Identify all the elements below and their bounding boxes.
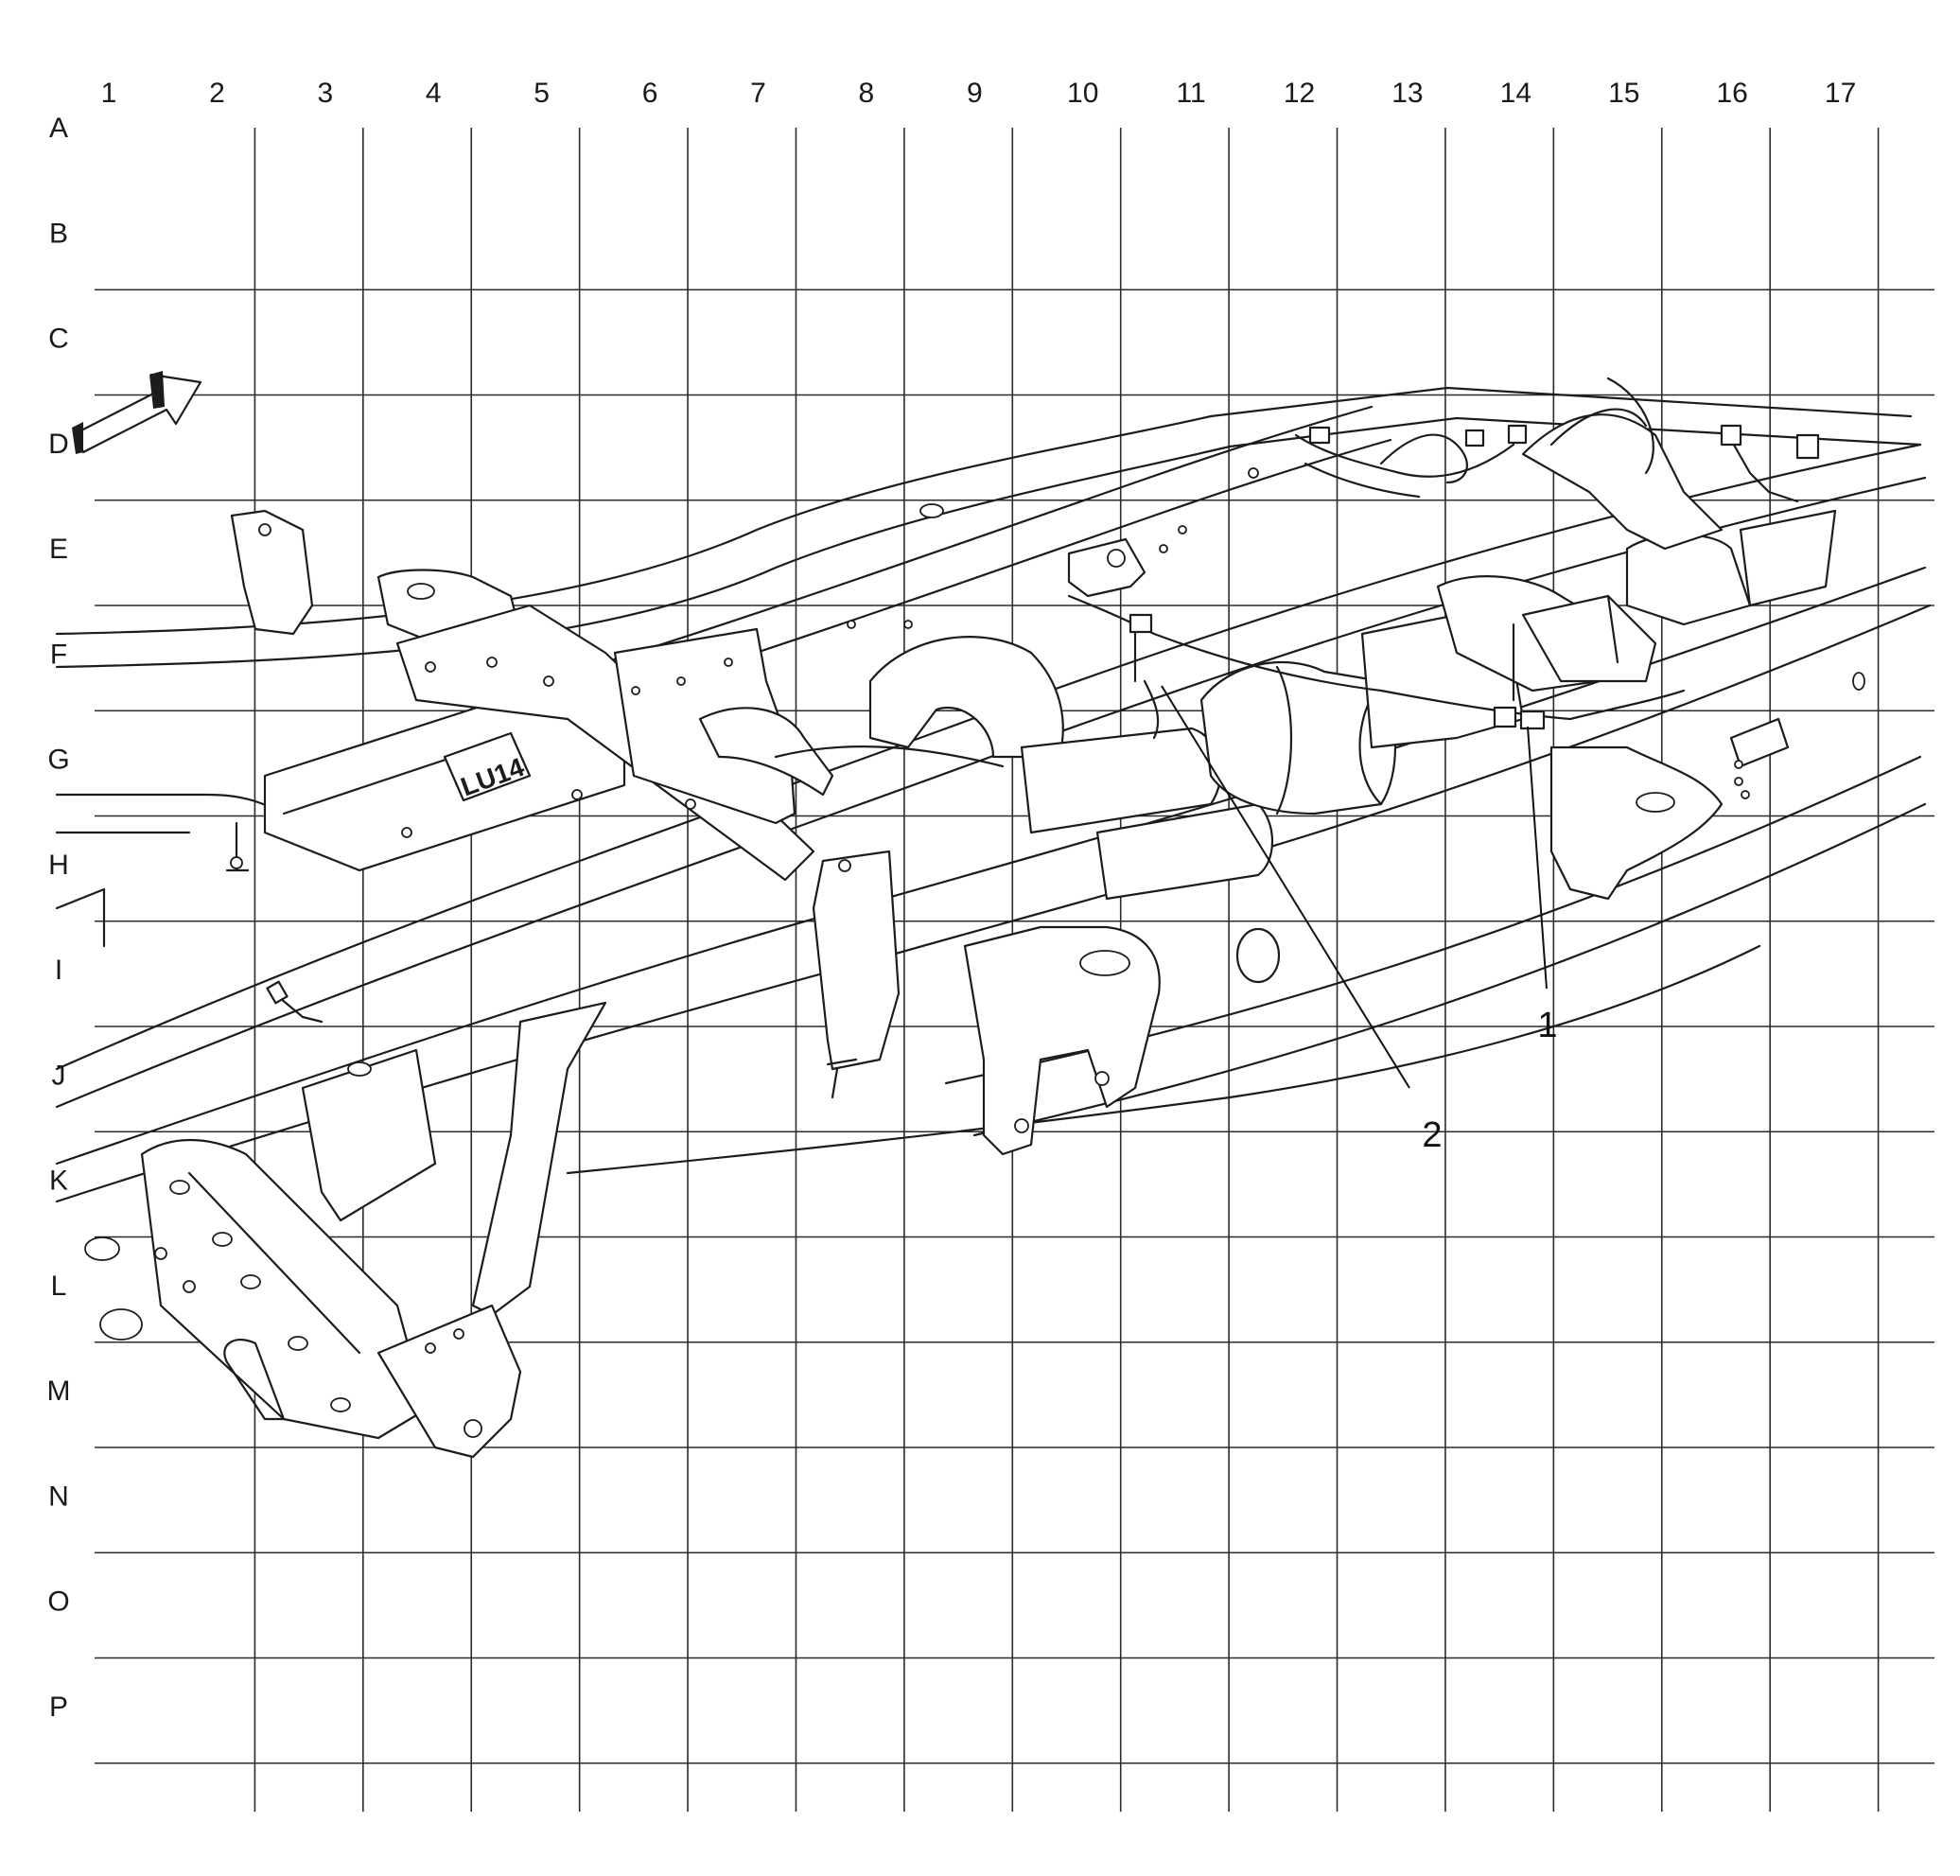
row-label-M: M	[47, 1376, 71, 1407]
transmission-crossmember: LU14	[225, 689, 626, 872]
column-label-13: 13	[1391, 78, 1423, 109]
column-label-17: 17	[1825, 78, 1856, 109]
row-label-J: J	[52, 1060, 66, 1091]
callout-2: 2	[1161, 685, 1443, 1155]
crossmember-bracket-right	[963, 925, 1161, 1156]
sensor-connector-1	[1493, 706, 1517, 728]
row-label-K: K	[49, 1166, 68, 1197]
upper-wiring-harness	[1294, 424, 1820, 503]
round-plug	[1235, 927, 1281, 984]
row-labels: A B C D E F G H I J K L M N O P	[47, 113, 71, 1723]
row-label-E: E	[49, 534, 68, 565]
row-label-G: G	[47, 745, 69, 776]
callout-label-1: 1	[1537, 1006, 1557, 1045]
exhaust-tailpipe-upper	[1521, 377, 1724, 551]
catalytic-converter-right	[1360, 509, 1837, 749]
column-label-3: 3	[317, 78, 333, 109]
callout-label-2: 2	[1422, 1115, 1442, 1155]
row-label-B: B	[49, 218, 68, 249]
sensor-connector-2	[1129, 613, 1153, 634]
column-label-5: 5	[534, 78, 550, 109]
oxygen-sensor-wiring	[1067, 537, 1686, 740]
column-label-14: 14	[1500, 78, 1531, 109]
column-label-4: 4	[426, 78, 442, 109]
exhaust-pipes	[698, 636, 1274, 901]
callout-1: 1	[1527, 726, 1558, 1045]
row-label-F: F	[50, 639, 67, 670]
column-label-7: 7	[750, 78, 766, 109]
frame-rail-holes-upper	[847, 467, 1259, 629]
row-label-P: P	[49, 1692, 68, 1723]
brake-line-fitting	[266, 980, 324, 1024]
front-direction-arrow-icon	[72, 371, 202, 454]
diagonal-crossbar	[395, 604, 815, 882]
frame-rail-holes-left	[84, 1236, 286, 1421]
row-label-L: L	[51, 1271, 67, 1302]
front-shock-bracket	[301, 1001, 607, 1459]
column-label-9: 9	[967, 78, 983, 109]
row-label-H: H	[48, 850, 69, 881]
row-label-C: C	[48, 324, 69, 355]
column-label-11: 11	[1177, 78, 1206, 109]
column-label-8: 8	[859, 78, 875, 109]
column-label-10: 10	[1067, 78, 1098, 109]
column-label-1: 1	[101, 78, 117, 109]
row-label-N: N	[48, 1481, 69, 1512]
column-label-2: 2	[209, 78, 225, 109]
row-label-O: O	[47, 1587, 69, 1618]
front-spring-bracket	[140, 1139, 428, 1440]
crossmember-bracket-center	[812, 850, 901, 1099]
right-frame-bracket	[1549, 672, 1865, 901]
row-label-A: A	[49, 113, 68, 144]
row-label-D: D	[48, 429, 69, 460]
column-label-12: 12	[1284, 78, 1315, 109]
column-label-6: 6	[642, 78, 658, 109]
row-label-I: I	[55, 955, 62, 986]
catalytic-converter-left	[1199, 660, 1397, 815]
column-label-15: 15	[1608, 78, 1639, 109]
column-label-16: 16	[1716, 78, 1747, 109]
